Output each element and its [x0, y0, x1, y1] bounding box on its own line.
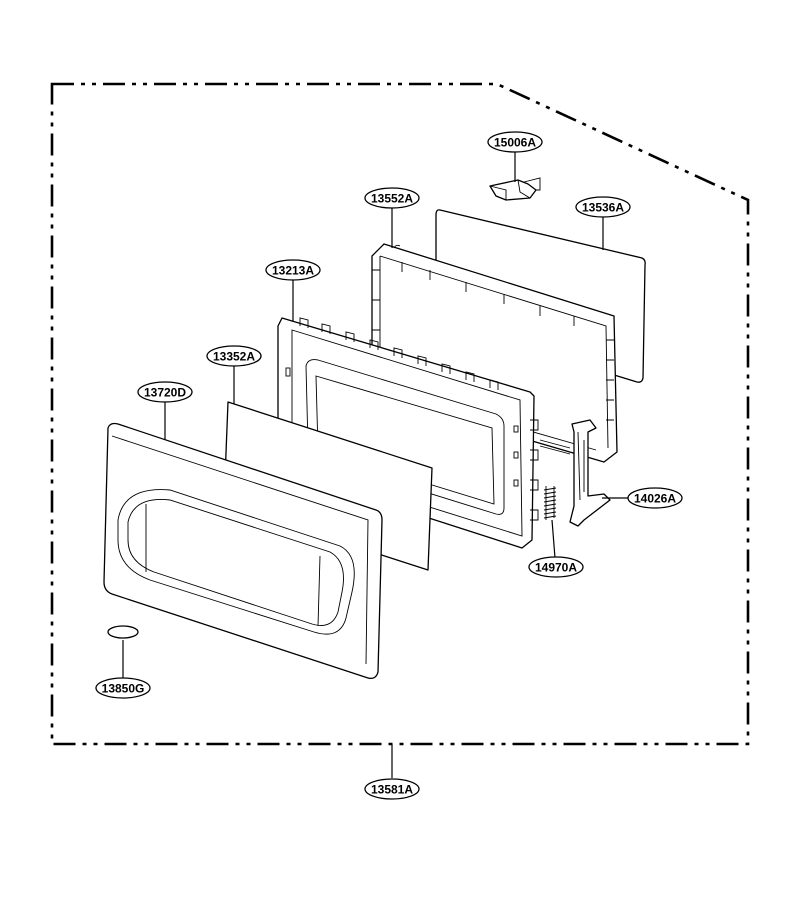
part-13720D-outer-door: [103, 422, 383, 680]
callout-13536A: 13536A: [575, 196, 631, 218]
assembly-boundary: [50, 82, 750, 746]
callout-13213A: 13213A: [265, 259, 321, 281]
callout-label: 14026A: [634, 492, 676, 506]
callout-label: 13850G: [102, 682, 145, 696]
callout-13352A: 13352A: [206, 345, 262, 367]
callout-15006A: 15006A: [487, 131, 543, 153]
callout-13720D: 13720D: [137, 381, 193, 403]
callout-label: 14970A: [535, 561, 577, 575]
leader-lines: [122, 152, 628, 778]
callout-label: 13552A: [371, 192, 413, 206]
part-13213A-inner-panel: [277, 317, 539, 549]
callout-label: 13720D: [144, 386, 186, 400]
part-15006A-clip: [489, 177, 541, 201]
callout-label: 13213A: [272, 264, 314, 278]
callout-label: 13581A: [371, 783, 413, 797]
callout-label: 13352A: [213, 350, 255, 364]
callout-13581A: 13581A: [364, 778, 420, 800]
callout-13552A: 13552A: [364, 187, 420, 209]
callout-label: 13536A: [582, 201, 624, 215]
callout-13850G: 13850G: [95, 677, 151, 699]
part-13850G-badge: [107, 625, 139, 639]
callout-label: 15006A: [494, 136, 536, 150]
callout-14026A: 14026A: [627, 487, 683, 509]
part-14970A-spring: [543, 486, 557, 520]
part-14026A-latch: [539, 419, 611, 527]
callout-14970A: 14970A: [528, 556, 584, 578]
